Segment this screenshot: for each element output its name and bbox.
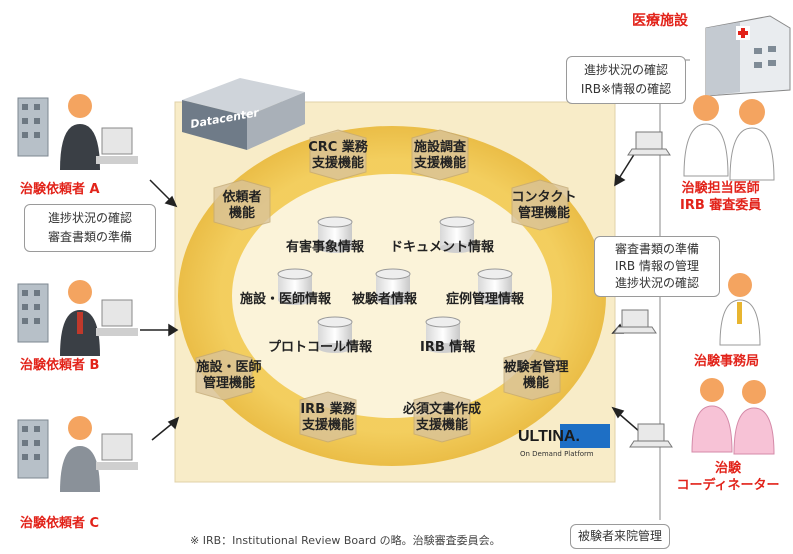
logo-tagline: On Demand Platform <box>520 450 594 458</box>
coordinator-label: 治験コーディネーター <box>676 461 780 493</box>
function-crc: CRC 業務支援機能 <box>308 140 368 171</box>
db-protocol: プロトコール情報 <box>268 340 373 355</box>
office-label: 治験事務局 <box>694 354 760 369</box>
db-cylinders <box>277 216 513 353</box>
sponsor-a-label: 治験依頼者 A <box>20 182 100 197</box>
office-staff-icon <box>719 273 761 346</box>
sponsor-b-icon <box>17 280 138 356</box>
db-adverse-events: 有害事象情報 <box>286 240 365 255</box>
function-sponsor: 依頼者機能 <box>222 190 262 221</box>
sponsor-b-label: 治験依頼者 B <box>20 358 100 373</box>
sponsor-a-icon <box>17 94 138 170</box>
footnote: ※ IRB：Institutional Review Board の略。治験審査… <box>190 534 501 547</box>
function-contact: コンタクト管理機能 <box>511 190 577 221</box>
db-site-doctor-info: 施設・医師情報 <box>240 292 332 307</box>
logo-name: ULTINA. <box>518 428 580 445</box>
hospital-icon <box>705 15 791 97</box>
function-hexagons <box>195 129 569 443</box>
sponsor-note: 進捗状況の確認審査書類の準備 <box>24 204 156 252</box>
subject-visit-note: 被験者来院管理 <box>570 524 670 549</box>
db-subject-info: 被験者情報 <box>352 292 418 307</box>
function-essential-docs: 必須文書作成支援機能 <box>402 402 481 433</box>
coordinator-icons <box>691 378 775 455</box>
function-irb: IRB 業務支援機能 <box>300 402 356 433</box>
sponsor-arrows <box>140 179 180 441</box>
function-site-survey: 施設調査支援機能 <box>413 140 466 171</box>
db-irb-info: IRB 情報 <box>420 340 476 355</box>
sponsor-c-icon <box>17 416 138 492</box>
sponsor-c-label: 治験依頼者 C <box>20 516 100 531</box>
db-case-mgmt: 症例管理情報 <box>446 292 525 307</box>
db-documents: ドキュメント情報 <box>390 240 495 255</box>
doctor-icons <box>683 95 775 181</box>
function-subject-mgmt: 被験者管理機能 <box>503 360 569 391</box>
logo-box <box>560 424 610 448</box>
medical-facility-label: 医療施設 <box>632 13 688 29</box>
datacenter-server-icon <box>182 78 305 150</box>
function-site-doctor: 施設・医師管理機能 <box>196 360 262 391</box>
laptop-icons <box>613 131 673 448</box>
